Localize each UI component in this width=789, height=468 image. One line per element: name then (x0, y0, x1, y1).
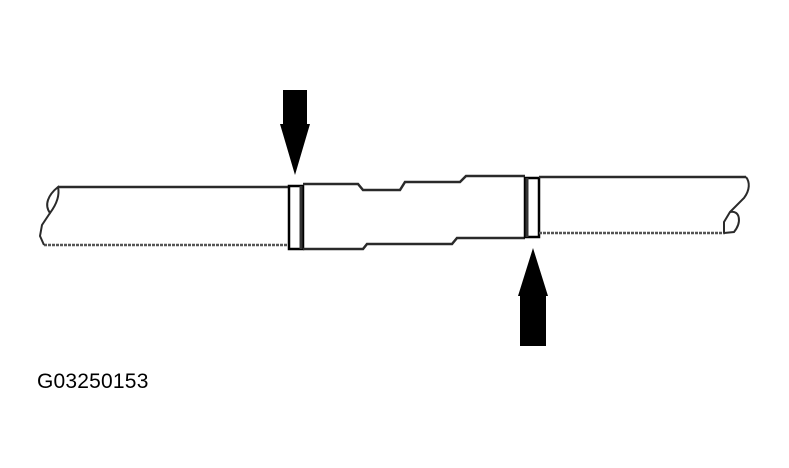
right-shaft (539, 175, 750, 235)
down-arrow-icon (280, 90, 310, 175)
left-groove-ring (287, 184, 305, 251)
right-groove-ring (523, 176, 541, 239)
up-arrow-icon (518, 248, 548, 346)
figure-caption: G03250153 (37, 370, 149, 393)
middle-shaft (303, 174, 525, 251)
left-shaft (38, 185, 290, 247)
